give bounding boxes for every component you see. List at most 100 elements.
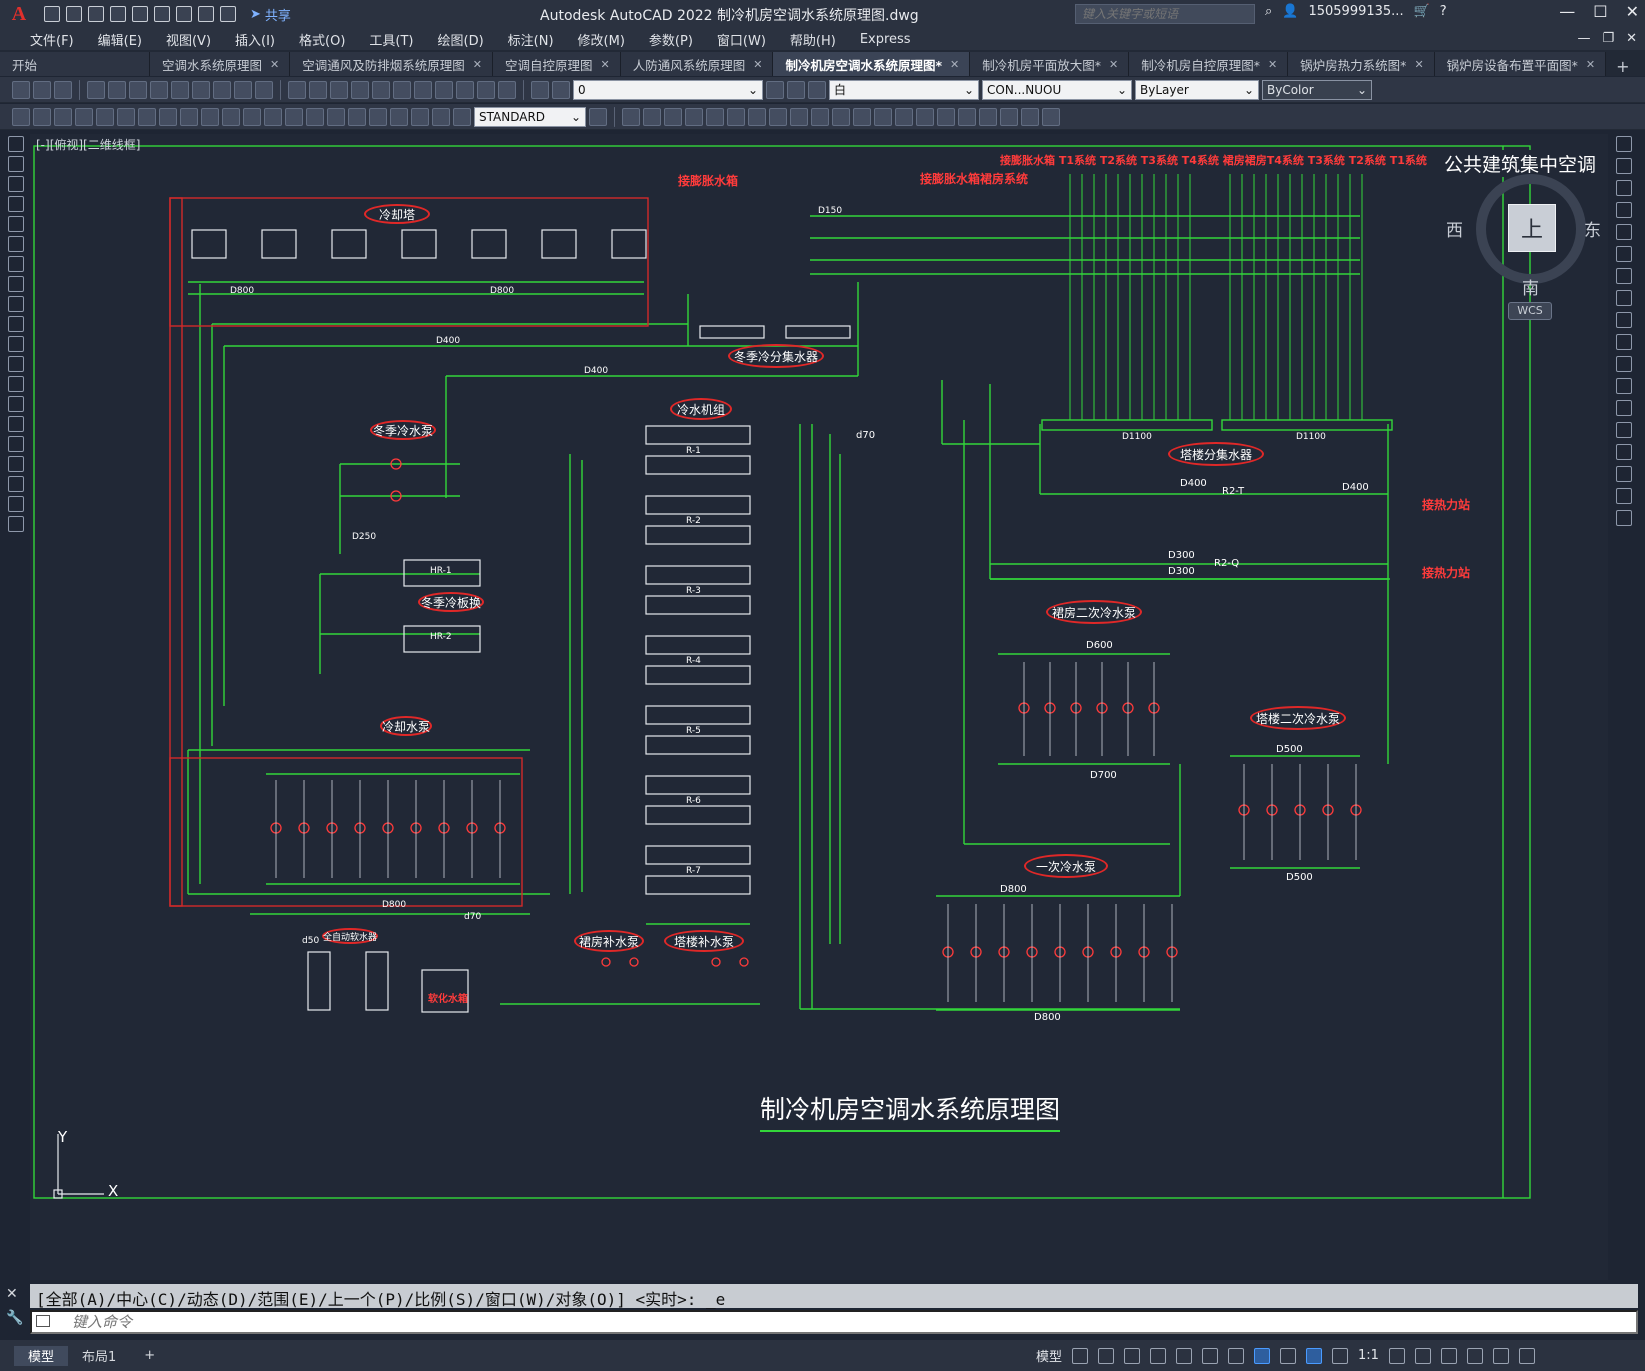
break-icon[interactable] [1616,400,1632,416]
plus-icon[interactable] [1414,1347,1431,1364]
tool-palette-icon[interactable] [414,80,432,99]
modify-5-icon[interactable] [706,107,724,126]
hatch-icon[interactable] [8,416,24,432]
dimstyle-icon[interactable] [589,107,607,126]
viewport-controls[interactable]: [-][俯视][二维线框] [36,138,141,152]
close-icon[interactable]: ✕ [472,57,482,71]
modify-12-icon[interactable] [853,107,871,126]
linetype-dropdown[interactable]: CON...NUOU⌄ [982,79,1132,100]
modify-6-icon[interactable] [727,107,745,126]
angular-icon[interactable] [201,107,219,126]
compass-south[interactable]: 南 [1522,279,1539,299]
minimize-button[interactable]: — [1559,2,1576,21]
polar-icon[interactable] [1176,1347,1193,1364]
join-icon[interactable] [1616,422,1632,438]
close-icon[interactable]: ✕ [753,57,763,71]
quick-dim-icon[interactable] [222,107,240,126]
menu-edit[interactable]: 编辑(E) [97,33,142,49]
jogged-icon[interactable] [159,107,177,126]
viewcube[interactable]: 上 西 东 南 [1446,164,1601,304]
tolerance-icon[interactable] [327,107,345,126]
menu-tools[interactable]: 工具(T) [369,33,414,49]
annotation-visibility-icon[interactable] [1306,1347,1323,1364]
cut-icon[interactable] [150,80,168,99]
modify-18-icon[interactable] [979,107,997,126]
new-icon[interactable] [44,6,60,22]
close-icon[interactable]: ✕ [6,1286,18,1302]
tab-hvac-water[interactable]: 空调水系统原理图✕ [150,52,291,76]
textstyle-dropdown[interactable]: STANDARD⌄ [474,106,586,127]
wcs-menu[interactable]: WCS [1508,302,1552,320]
layer-dropdown[interactable]: 0⌄ [573,79,763,100]
tab-hvac-control[interactable]: 空调自控原理图✕ [492,52,621,76]
qsave-icon[interactable] [12,107,30,126]
ellipse-icon[interactable] [8,316,24,332]
lightbulb-icon[interactable] [552,80,570,99]
menu-draw[interactable]: 绘图(D) [437,33,484,49]
user-name[interactable]: 1505999135... [1308,4,1404,19]
undo-icon[interactable] [234,80,252,99]
share-button[interactable]: ➤ 共享 [250,6,291,24]
diameter-icon[interactable] [180,107,198,126]
menu-view[interactable]: 视图(V) [165,33,212,49]
copy-object-icon[interactable] [1616,158,1632,174]
modify-21-icon[interactable] [1042,107,1060,126]
table-icon[interactable] [8,476,24,492]
menu-icon[interactable] [1518,1347,1535,1364]
doc-restore-icon[interactable]: ❐ [1602,31,1615,46]
search-icon[interactable]: ⌕ [1265,4,1273,19]
properties-icon[interactable] [372,80,390,99]
gradient-icon[interactable] [8,436,24,452]
compass-west[interactable]: 西 [1446,221,1463,241]
revcloud-icon[interactable] [8,276,24,292]
break-point-icon[interactable] [1616,378,1632,394]
close-icon[interactable]: ✕ [1414,57,1424,71]
zoom-previous-icon[interactable] [351,80,369,99]
tab-start[interactable]: 开始 [0,52,150,76]
viewcube-top-face[interactable]: 上 [1508,204,1556,252]
add-tab-icon[interactable]: + [1616,57,1630,76]
modify-1-icon[interactable] [622,107,640,126]
polygon-icon[interactable] [8,196,24,212]
modify-10-icon[interactable] [811,107,829,126]
plotstyle-dropdown[interactable]: ByColor⌄ [1262,79,1372,100]
gear-icon[interactable] [1388,1347,1405,1364]
break-icon[interactable] [306,107,324,126]
rectangle-icon[interactable] [8,216,24,232]
modify-14-icon[interactable] [895,107,913,126]
menu-dimension[interactable]: 标注(N) [507,33,554,49]
match-prop-icon[interactable] [213,80,231,99]
isolate-icon[interactable] [1440,1347,1457,1364]
mirror-icon[interactable] [1616,180,1632,196]
mtext-icon[interactable] [8,496,24,512]
tab-boiler-heat[interactable]: 锅炉房热力系统图*✕ [1288,52,1435,76]
plot-preview-icon[interactable] [154,6,170,22]
help-icon[interactable]: ? [1439,4,1447,19]
lineweight-icon[interactable] [1280,1347,1297,1364]
lineweight-dropdown[interactable]: ByLayer⌄ [1135,79,1259,100]
model-space-button[interactable]: 模型 [1036,1350,1063,1365]
menu-parametric[interactable]: 参数(P) [648,33,693,49]
modify-7-icon[interactable] [748,107,766,126]
grid-icon[interactable] [1072,1347,1089,1364]
space-icon[interactable] [285,107,303,126]
zoom-window-icon[interactable] [330,80,348,99]
modify-8-icon[interactable] [769,107,787,126]
trim-icon[interactable] [1616,334,1632,350]
modify-3-icon[interactable] [664,107,682,126]
print-icon[interactable] [176,6,192,22]
add-layout-icon[interactable]: + [144,1348,156,1363]
modify-15-icon[interactable] [916,107,934,126]
line-icon[interactable] [8,136,24,152]
help-icon[interactable] [498,80,516,99]
command-prompt-icon[interactable] [36,1315,50,1327]
continue-icon[interactable] [264,107,282,126]
radius-icon[interactable] [138,107,156,126]
save-icon[interactable] [88,6,104,22]
sheet-set-icon[interactable] [435,80,453,99]
fullscreen-icon[interactable] [1492,1347,1509,1364]
polyline-icon[interactable] [8,176,24,192]
pan-icon[interactable] [288,80,306,99]
close-icon[interactable]: ✕ [270,57,280,71]
preview-icon[interactable] [108,80,126,99]
